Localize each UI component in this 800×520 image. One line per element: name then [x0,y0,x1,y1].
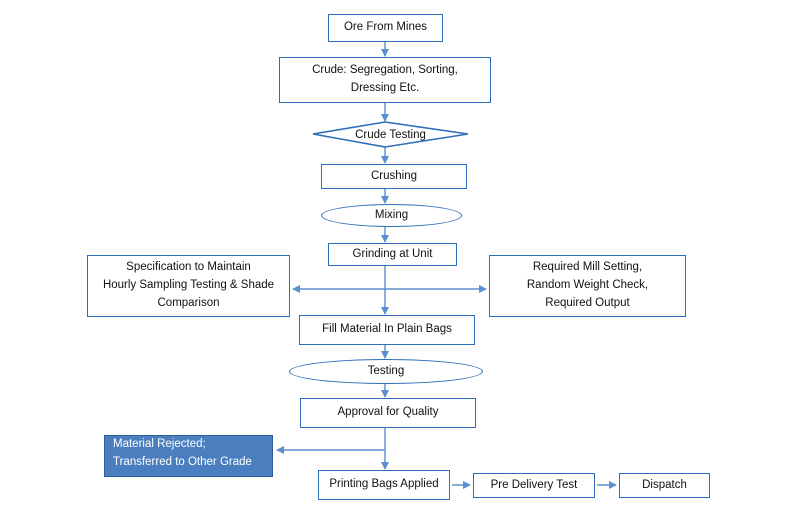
crude-testing-label: Crude Testing [313,122,468,147]
pre-delivery-box: Pre Delivery Test [473,473,595,498]
spec-line-2: Hourly Sampling Testing & Shade [102,279,275,292]
approval-box: Approval for Quality [300,398,476,428]
fill-material-box: Fill Material In Plain Bags [299,315,475,345]
printing-bags-label: Printing Bags Applied [329,478,439,491]
approval-label: Approval for Quality [337,406,439,419]
mill-line-3: Required Output [545,296,630,309]
mixing-label: Mixing [374,208,409,221]
mixing-oval: Mixing [321,204,462,227]
crude-segregation-box: Crude: Segregation, Sorting, Dressing Et… [279,57,491,103]
fill-material-label: Fill Material In Plain Bags [322,323,452,336]
dispatch-box: Dispatch [619,473,710,498]
mill-line-1: Required Mill Setting, [532,261,643,274]
crude-line-2: Dressing Etc. [350,82,420,94]
grinding-box: Grinding at Unit [328,243,457,266]
crude-testing-diamond [312,121,469,148]
testing-label: Testing [367,364,405,377]
ore-from-mines-label: Ore From Mines [343,21,428,34]
specification-box: Specification to Maintain Hourly Samplin… [87,255,290,317]
material-rejected-box: Material Rejected; Transferred to Other … [104,435,273,477]
crude-testing-text: Crude Testing [355,128,426,141]
grinding-label: Grinding at Unit [352,247,433,260]
crude-line-1: Crude: Segregation, Sorting, [312,64,458,77]
crushing-box: Crushing [321,164,467,189]
pre-delivery-label: Pre Delivery Test [490,478,578,491]
testing-oval: Testing [289,359,483,384]
rejected-line-1: Material Rejected; [113,438,206,450]
printing-bags-box: Printing Bags Applied [318,470,450,500]
crushing-label: Crushing [370,169,418,182]
ore-from-mines-box: Ore From Mines [328,14,443,42]
spec-line-1: Specification to Maintain [126,261,251,274]
spec-line-3: Comparison [157,296,220,309]
dispatch-label: Dispatch [642,478,687,491]
rejected-line-2: Transferred to Other Grade [113,455,252,468]
mill-line-2: Random Weight Check, [526,279,649,292]
mill-setting-box: Required Mill Setting, Random Weight Che… [489,255,686,317]
